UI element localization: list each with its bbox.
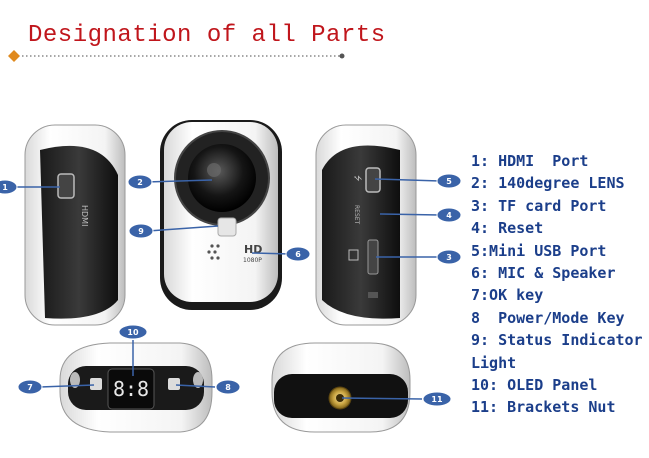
svg-text:8: 8 [225, 383, 231, 392]
hd-label: HD [244, 243, 262, 256]
title-divider [8, 50, 345, 62]
legend-item-7: 7:OK key [471, 286, 544, 305]
legend-item-8: 8 Power/Mode Key [471, 308, 625, 327]
legend-item-10: 10: OLED Panel [471, 376, 598, 395]
page-title: Designation of all Parts [28, 22, 386, 49]
legend-item-4: 4: Reset [471, 219, 544, 238]
legend-item-3: 3: TF card Port [471, 196, 607, 215]
svg-text:⭍: ⭍ [353, 175, 362, 182]
callout-11: 11 [422, 391, 452, 407]
camera-bottom-view [271, 342, 411, 433]
svg-text:6: 6 [295, 250, 301, 259]
callout-9: 9 [128, 223, 154, 239]
oled-readout: 8:8 [113, 377, 149, 401]
callout-4: 4 [436, 207, 462, 223]
parts-legend: 1: HDMI Port 2: 140degree LENS 3: TF car… [471, 150, 649, 419]
svg-text:2: 2 [137, 178, 143, 187]
svg-text:9: 9 [138, 227, 144, 236]
hdmi-text: HDMI [80, 205, 89, 226]
callout-8: 8 [215, 379, 241, 395]
svg-text:3: 3 [446, 253, 452, 262]
svg-text:10: 10 [127, 328, 139, 337]
callout-2: 2 [127, 174, 153, 190]
reset-text: RESET [353, 205, 360, 225]
svg-text:7: 7 [27, 383, 33, 392]
legend-item-9: 9: Status Indicator Light [471, 331, 643, 372]
camera-top-view: 8:8 [59, 342, 213, 433]
legend-item-11: 11: Brackets Nut [471, 398, 616, 417]
svg-text:11: 11 [431, 395, 443, 404]
legend-item-2: 2: 140degree LENS [471, 174, 625, 193]
camera-front-view: HD 1080P [160, 120, 282, 310]
svg-text:5: 5 [446, 177, 452, 186]
legend-item-1: 1: HDMI Port [471, 152, 589, 170]
legend-item-5: 5:Mini USB Port [471, 241, 607, 260]
callout-6: 6 [285, 246, 311, 262]
callout-7: 7 [17, 379, 43, 395]
camera-side-view-left: HDMI [24, 124, 126, 326]
resolution-label: 1080P [243, 257, 262, 264]
callout-5: 5 [436, 173, 462, 189]
svg-text:1: 1 [2, 183, 8, 192]
legend-item-6: 6: MIC & Speaker [471, 264, 616, 283]
callout-3: 3 [436, 249, 462, 265]
callout-10: 10 [118, 324, 148, 340]
callout-1: 1 [0, 179, 18, 195]
callout-lines [14, 178, 441, 400]
svg-text:4: 4 [446, 211, 452, 220]
camera-side-view-right: ⭍ RESET [315, 124, 417, 326]
